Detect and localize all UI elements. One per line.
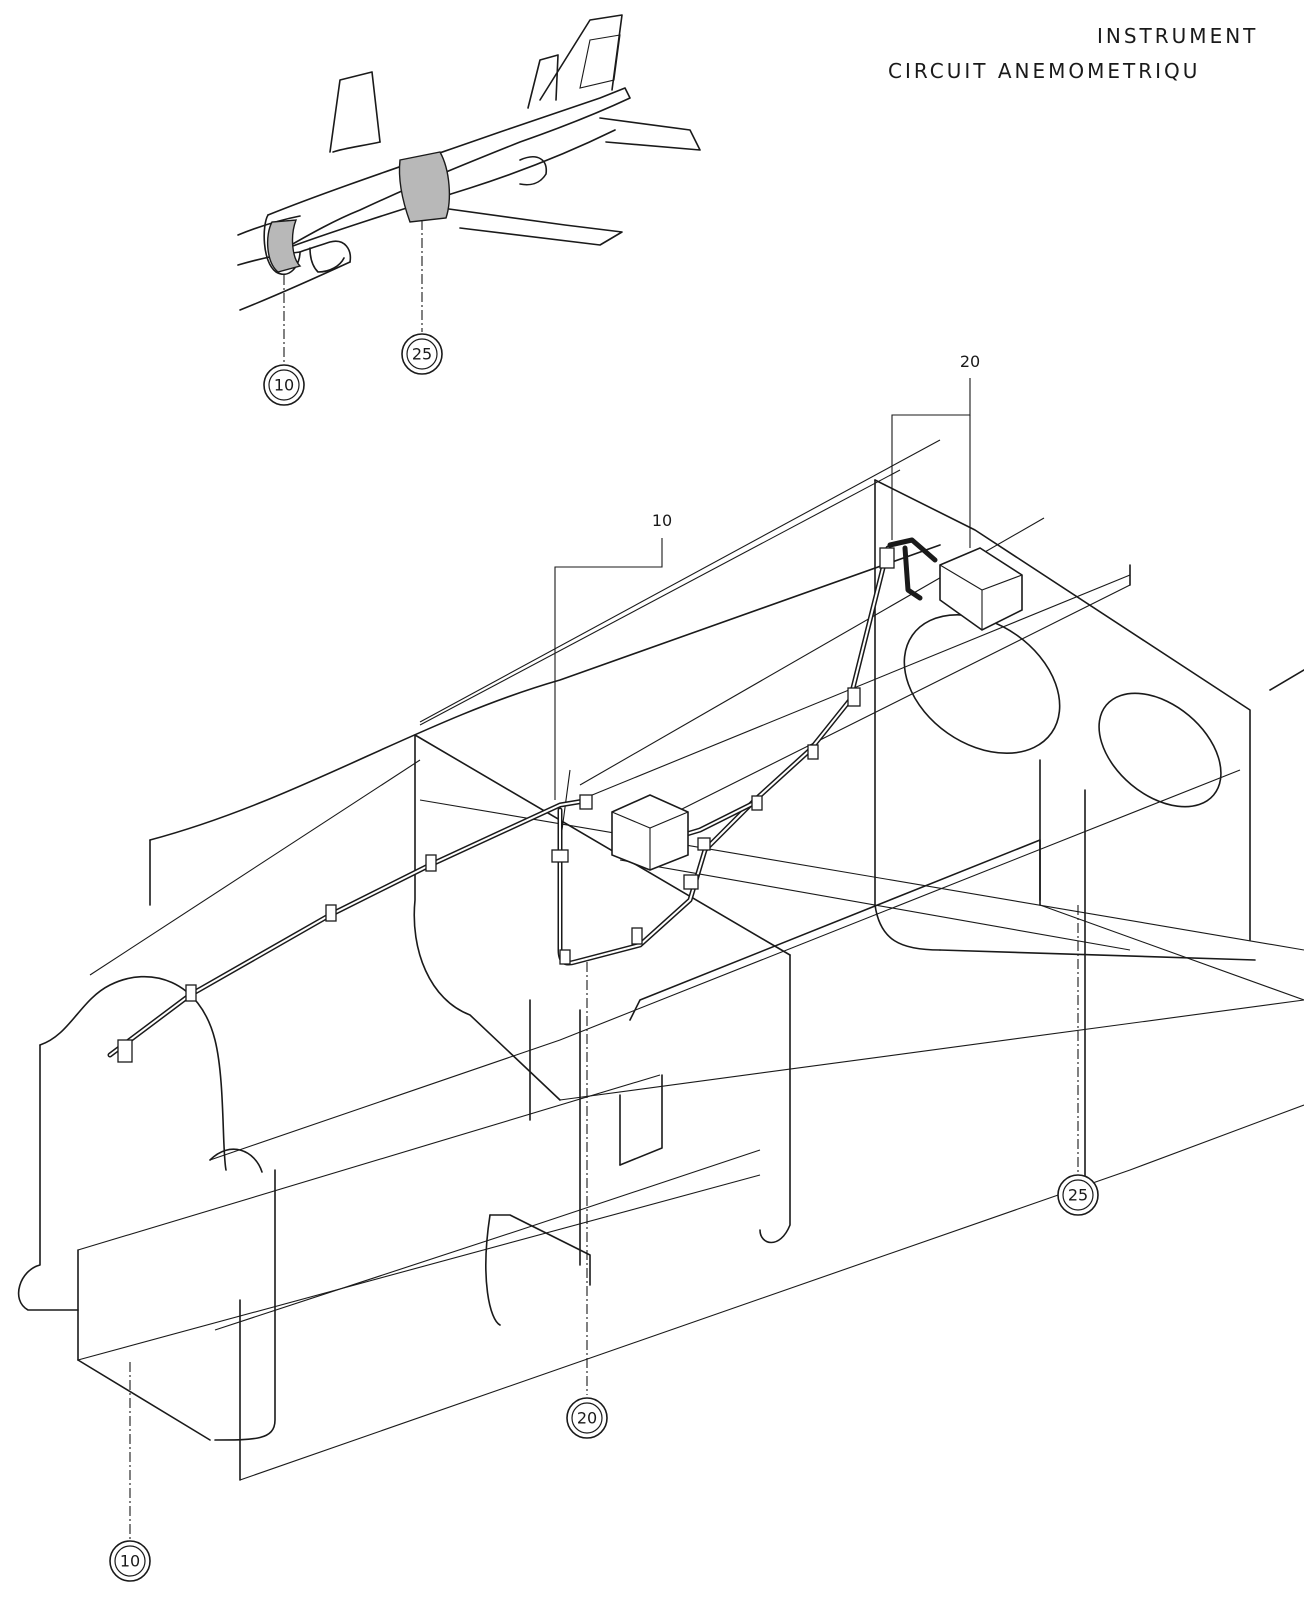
title-line-2: CIRCUIT ANEMOMETRIQU bbox=[888, 59, 1200, 83]
aircraft-locator-view bbox=[237, 14, 701, 362]
callout-frame-20: 20 bbox=[566, 1397, 608, 1439]
clamp bbox=[579, 794, 593, 810]
svg-text:25: 25 bbox=[412, 345, 432, 364]
callout-zone-10-small: 10 bbox=[263, 364, 305, 406]
title-line-1: INSTRUMENT bbox=[1097, 24, 1258, 48]
section-hatch-10 bbox=[266, 219, 302, 273]
svg-text:25: 25 bbox=[1068, 1186, 1088, 1205]
assembly-label-10: 10 bbox=[554, 511, 672, 800]
svg-text:10: 10 bbox=[120, 1552, 140, 1571]
clamp bbox=[847, 687, 861, 707]
callout-zone-25-small: 25 bbox=[401, 333, 443, 375]
svg-text:20: 20 bbox=[577, 1409, 597, 1428]
clamp bbox=[631, 927, 643, 945]
callout-frame-25: 25 bbox=[1057, 1174, 1099, 1216]
instrument-box-rear bbox=[939, 547, 1023, 631]
junction-box-center bbox=[611, 794, 689, 871]
clamp bbox=[879, 547, 895, 569]
svg-text:20: 20 bbox=[960, 352, 980, 371]
section-hatch-25 bbox=[398, 151, 451, 223]
fuselage-structure bbox=[17, 439, 1304, 1481]
svg-text:10: 10 bbox=[652, 511, 672, 530]
clamp bbox=[697, 837, 711, 851]
clamp bbox=[807, 744, 819, 760]
tube-clamps bbox=[117, 547, 895, 1063]
callout-frame-10: 10 bbox=[109, 1540, 151, 1582]
clamp bbox=[559, 949, 571, 965]
clamp bbox=[751, 795, 763, 811]
clamp bbox=[425, 854, 437, 872]
assembly-label-20: 20 bbox=[891, 352, 980, 548]
clamp bbox=[117, 1039, 133, 1063]
frame-leaders bbox=[129, 905, 1079, 1540]
clamp bbox=[185, 984, 197, 1002]
svg-text:10: 10 bbox=[274, 376, 294, 395]
clamp bbox=[683, 874, 699, 890]
clamp bbox=[325, 904, 337, 922]
clamp bbox=[551, 849, 569, 863]
